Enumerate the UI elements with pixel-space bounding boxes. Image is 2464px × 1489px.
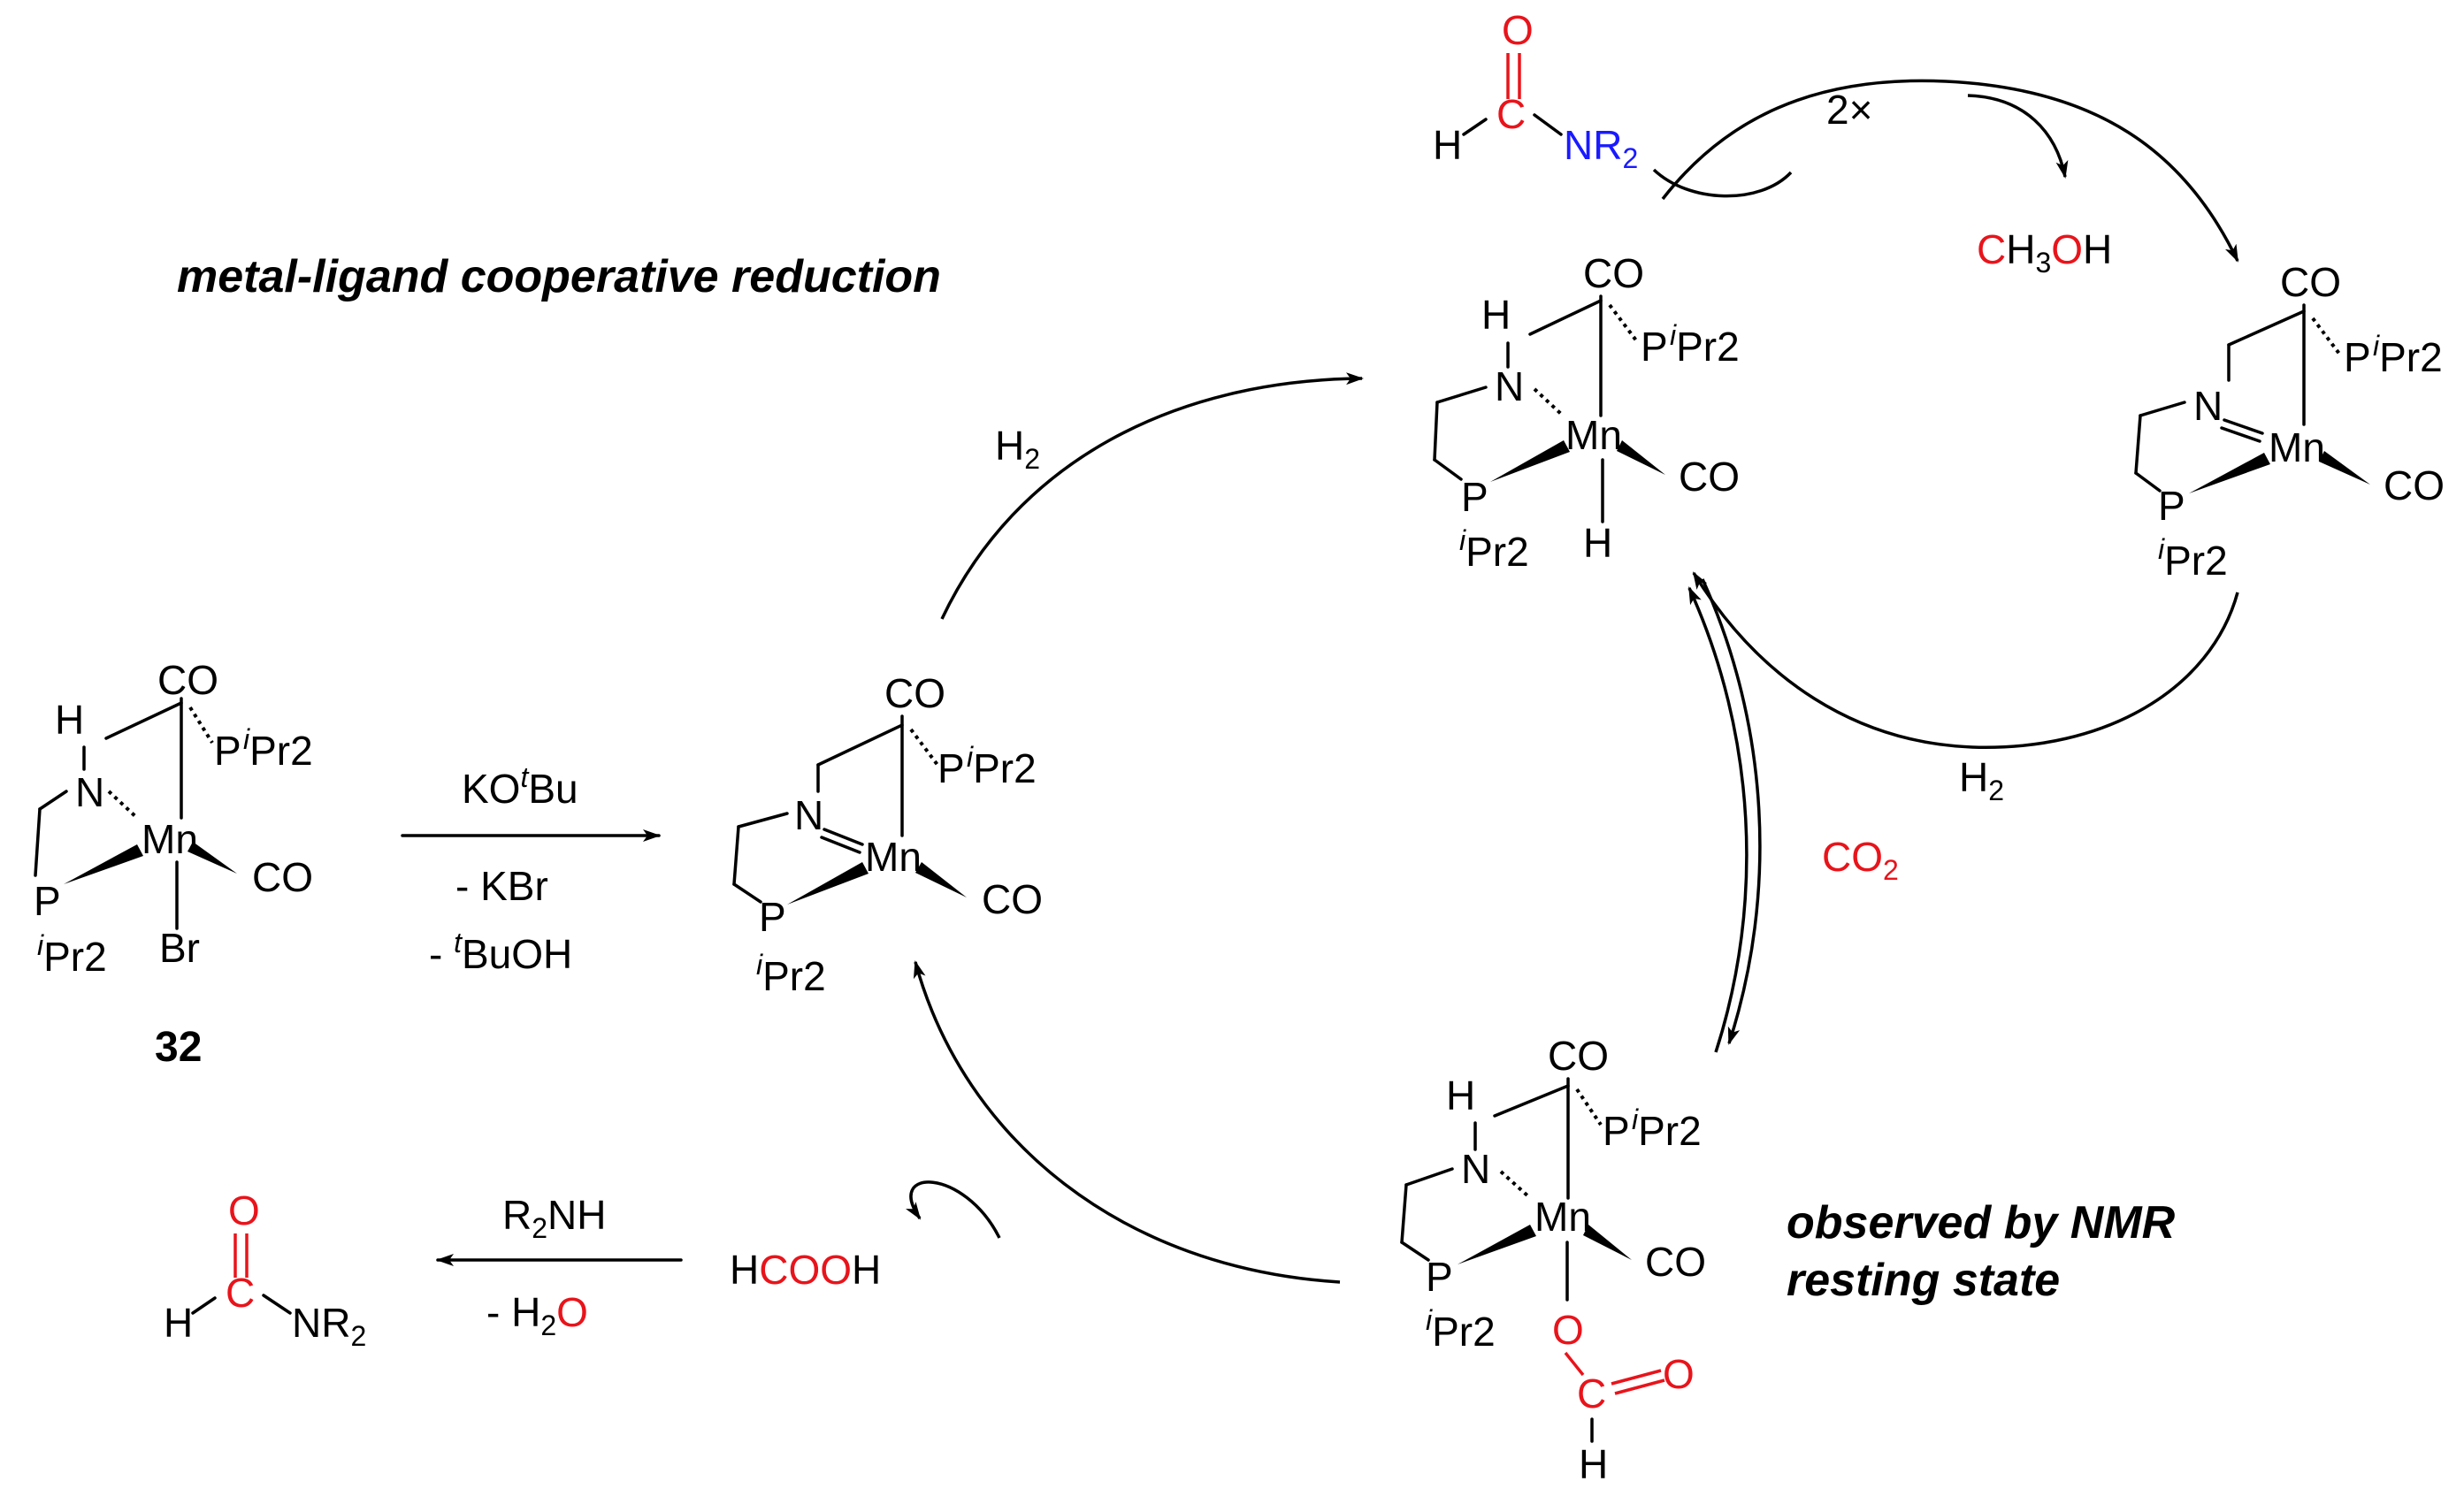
h-label: H [164,1300,193,1346]
h-label: H [55,697,84,743]
n-label: N [1495,363,1524,409]
co-label: CO [157,657,218,703]
co2-label: CO2 [1822,834,1899,886]
formamide-reagent: O C H NR2 [1433,7,1638,174]
p-label: P [1461,474,1488,520]
p-label: P [1426,1254,1453,1300]
nr2-label: NR2 [292,1300,366,1352]
cycle-arrow-formamide [1661,79,2239,263]
ipr2-label: iPr2 [756,949,826,999]
ipr2-label: iPr2 [2373,330,2443,380]
ipr2-label: iPr2 [1670,319,1740,370]
p-label: P [2158,483,2185,529]
water-label: - H2O [486,1289,588,1341]
p-label: P [759,894,786,940]
co-label: CO [982,876,1043,922]
reagent-base: KOtBu [462,761,578,812]
cycle-arrow-h2-right [1692,571,2239,749]
h-label: H [1583,520,1612,566]
methanol-label: CH3OH [1977,226,2112,279]
amido-complex-left: CO P iPr2 N Mn CO P iPr2 [732,670,1043,999]
ipr2-label: iPr2 [967,741,1037,791]
ipr2-label: iPr2 [37,929,107,980]
ipr2-label: iPr2 [243,723,313,774]
co-label: CO [1548,1033,1609,1079]
mn-label: Mn [2269,424,2325,470]
p-label: P [1641,324,1668,370]
formamide-product: O C H NR2 [164,1187,366,1352]
br-label: Br [159,925,200,971]
h2-right-label: H2 [1959,754,2004,806]
mn-label: Mn [1534,1194,1591,1240]
ipr2-label: iPr2 [1459,524,1529,575]
h-label: H [1433,122,1462,168]
co-label: CO [1645,1239,1706,1285]
p-label: P [1603,1108,1630,1154]
n-label: N [2193,383,2223,429]
cycle-arrow-return [913,960,1341,1284]
co-label: CO [2280,259,2341,305]
c-label: C [1577,1371,1606,1416]
observed-label: observed by NMR [1787,1197,2176,1248]
c-label: C [1496,91,1526,137]
byproduct-tbuoh: - tBuOH [429,927,572,977]
co-label: CO [2384,462,2445,508]
mn-label: Mn [142,816,198,862]
times-two-label: 2× [1826,87,1872,133]
c-label: C [226,1270,255,1316]
p-label: P [2344,334,2371,380]
complex-32: CO H P iPr2 N Mn CO P iPr2 Br 32 [34,657,313,1071]
ipr2-label: iPr2 [2158,533,2228,584]
o-label: O [1552,1307,1584,1353]
formate-complex: CO H P iPr2 N Mn CO P iPr2 O C O H [1400,1033,1706,1487]
hcooh-release-arrow [906,1180,1001,1239]
ipr2-label: iPr2 [1632,1103,1702,1154]
o-label: O [1663,1351,1695,1397]
byproduct-kbr: - KBr [455,863,548,909]
n-label: N [75,769,104,815]
cycle-arrow-h2 [940,372,1364,620]
h2-left-label: H2 [995,423,1040,475]
p-label: P [214,728,241,774]
amido-complex-right: CO P iPr2 N Mn CO P iPr2 [2134,259,2445,584]
p-label: P [937,745,965,791]
h-label: H [1579,1441,1608,1487]
o-label: O [228,1187,260,1233]
methanol-release-arrow [1967,94,2069,179]
co-label: CO [1679,454,1740,500]
mn-hydride-complex: CO H P iPr2 N Mn CO P iPr2 H [1433,250,1740,575]
mn-label: Mn [1565,412,1622,458]
h-label: H [1446,1073,1475,1119]
equilibrium-arrow-reverse [1687,586,1749,1053]
mn-label: Mn [865,834,922,880]
n-label: N [794,792,823,838]
formic-acid-label: HCOOH [730,1247,881,1293]
amine-label: R2NH [502,1192,606,1244]
compound-number: 32 [155,1024,202,1071]
o-label: O [1502,7,1534,53]
nr2-label: NR2 [1564,122,1638,174]
formamide-entry-arrow [1652,168,1793,198]
co-label: CO [884,670,945,716]
co-label: CO [1583,250,1644,296]
p-label: P [34,878,61,924]
equilibrium-arrow-forward [1701,578,1762,1045]
ipr2-label: iPr2 [1426,1304,1496,1355]
resting-state-label: resting state [1787,1255,2060,1306]
h-label: H [1481,292,1511,338]
n-label: N [1461,1146,1490,1192]
scheme-title: metal-ligand cooperative reduction [177,251,941,302]
co-label: CO [252,854,313,900]
